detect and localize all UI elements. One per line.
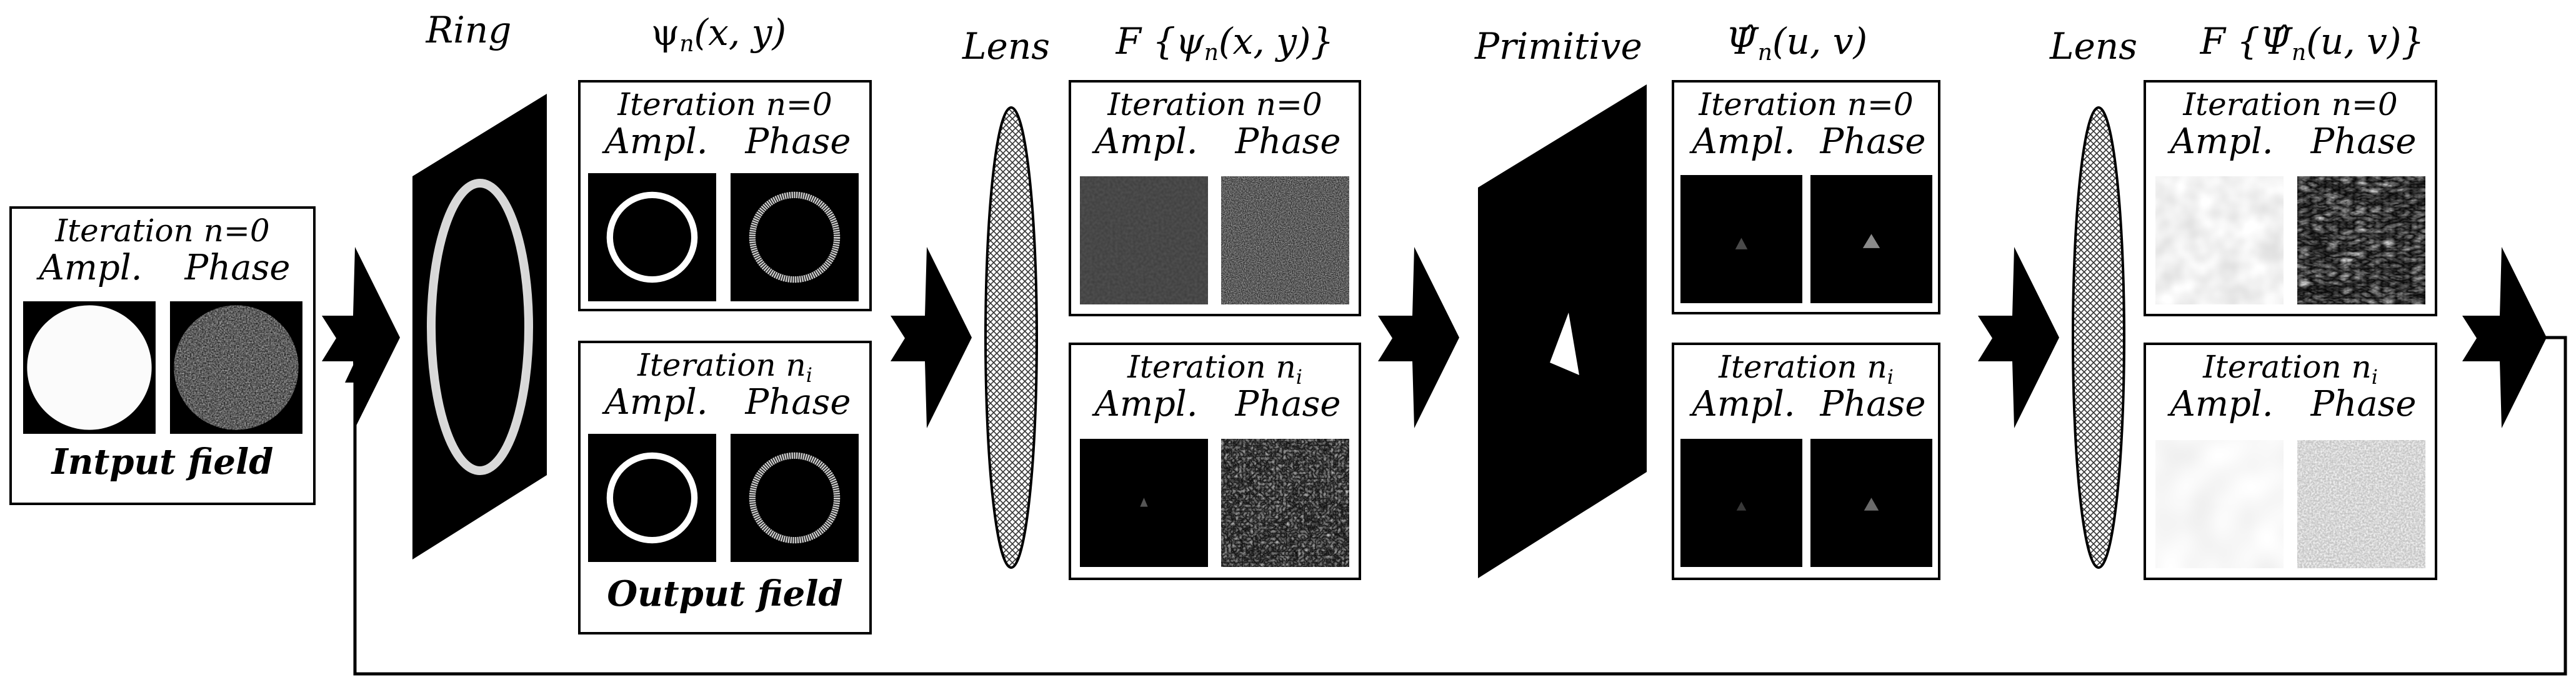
Psihatni-iteration-label: Iteration ni <box>1719 349 1894 389</box>
feedback-arrowhead <box>345 361 365 383</box>
Psi-hat-iteration-ni-panel: Iteration ni Ampl. Phase <box>1672 343 1940 580</box>
header-Psi-hat: Ψ̂n(u, v) <box>1690 20 1903 66</box>
input-phase-label: Phase <box>184 248 291 288</box>
ftpsini-phase-image <box>1221 439 1349 567</box>
psini-phase-image <box>731 434 859 562</box>
ft-psi-pre: F {ψ <box>1116 20 1204 63</box>
feedback-line <box>353 336 2567 676</box>
input-field-caption: Intput field <box>51 441 274 483</box>
input-phase-image <box>170 301 302 434</box>
ft-psi-iteration-ni-panel: Iteration ni Ampl. Phase <box>1069 343 1361 580</box>
psi0-ampl-label: Ampl. <box>604 121 708 162</box>
ftpsi0-iteration-label: Iteration n=0 <box>1107 86 1322 123</box>
input-field-panel: Iteration n=0 Ampl. Phase Intput field <box>9 206 316 505</box>
output-field-caption: Output field <box>607 573 843 614</box>
lens-2 <box>2072 106 2125 569</box>
psi-symbol: ψ <box>651 11 680 54</box>
ftPsi0-phase-label: Phase <box>2310 121 2417 162</box>
flow-arrow-2 <box>891 247 972 428</box>
ft-Psi-post: (u, v)} <box>2306 20 2425 63</box>
Psi-hat-subscript: n <box>1757 40 1772 66</box>
ftPsi0-ampl-image <box>2155 176 2284 304</box>
Psihatni-phase-label: Phase <box>1820 384 1926 424</box>
ftpsi0-ampl-image <box>1080 176 1208 304</box>
Psihatni-ampl-label: Ampl. <box>1692 384 1795 424</box>
ftpsini-ampl-label: Ampl. <box>1094 384 1198 424</box>
header-ft-psi: F {ψn(x, y)} <box>1087 20 1362 66</box>
input-iteration-label: Iteration n=0 <box>55 213 270 249</box>
ftPsini-iteration-label: Iteration ni <box>2203 349 2378 389</box>
ftPsini-ampl-image <box>2155 440 2284 568</box>
Psihat0-ampl-image <box>1680 175 1802 303</box>
ftPsi0-ampl-label: Ampl. <box>2170 121 2274 162</box>
header-ft-Psi: F {Ψ̂n(u, v)} <box>2175 20 2450 66</box>
Psihat0-phase-image <box>1810 175 1932 303</box>
header-ring: Ring <box>426 9 512 51</box>
psi-iteration-0-panel: Iteration n=0 Ampl. Phase <box>578 80 872 311</box>
ring-plane <box>412 94 547 559</box>
ftpsi0-phase-label: Phase <box>1235 121 1341 162</box>
header-lens-2: Lens <box>2050 25 2137 68</box>
Psihat0-phase-label: Phase <box>1820 121 1926 162</box>
ftPsini-ampl-label: Ampl. <box>2170 384 2274 424</box>
psini-ampl-label: Ampl. <box>604 382 708 423</box>
psi-subscript: n <box>679 31 694 57</box>
ftpsini-phase-label: Phase <box>1235 384 1341 424</box>
flow-arrow-1 <box>322 247 400 428</box>
flow-arrow-4 <box>1978 247 2059 428</box>
Psi-hat-iteration-0-panel: Iteration n=0 Ampl. Phase <box>1672 80 1940 314</box>
ft-psi-post: (x, y)} <box>1218 20 1334 63</box>
ftpsi0-phase-image <box>1221 176 1349 304</box>
psi-args: (x, y) <box>694 11 787 54</box>
Psihat0-iteration-label: Iteration n=0 <box>1699 86 1914 123</box>
psi-iteration-ni-panel: Iteration ni Ampl. Phase Output field <box>578 341 872 634</box>
header-primitive: Primitive <box>1475 25 1642 68</box>
flow-arrow-5 <box>2462 247 2547 428</box>
header-lens-1: Lens <box>962 25 1050 68</box>
ft-Psi-hat-iteration-0-panel: Iteration n=0 Ampl. Phase <box>2144 80 2437 316</box>
psi0-phase-image <box>731 173 859 301</box>
input-ampl-label: Ampl. <box>39 248 142 288</box>
psini-iteration-label: Iteration ni <box>637 347 812 387</box>
psini-phase-label: Phase <box>745 382 851 423</box>
ftpsi0-ampl-label: Ampl. <box>1094 121 1198 162</box>
header-psi: ψn(x, y) <box>619 11 819 57</box>
Psihatni-ampl-image <box>1680 439 1802 567</box>
ftPsini-phase-image <box>2297 440 2425 568</box>
flow-arrow-3 <box>1378 247 1459 428</box>
input-ampl-image <box>23 301 156 434</box>
psini-ampl-image <box>588 434 716 562</box>
ft-psi-iteration-0-panel: Iteration n=0 Ampl. Phase <box>1069 80 1361 316</box>
lens-1 <box>984 106 1038 569</box>
ftPsi0-phase-image <box>2297 176 2425 304</box>
Psihat0-ampl-label: Ampl. <box>1692 121 1795 162</box>
psi0-ampl-image <box>588 173 716 301</box>
psi0-phase-label: Phase <box>745 121 851 162</box>
ftPsi0-iteration-label: Iteration n=0 <box>2183 86 2398 123</box>
Psi-hat-args: (u, v) <box>1772 20 1868 63</box>
ftpsini-iteration-label: Iteration ni <box>1127 349 1302 389</box>
Psihatni-phase-image <box>1810 439 1932 567</box>
ft-Psi-hat-iteration-ni-panel: Iteration ni Ampl. Phase <box>2144 343 2437 580</box>
ftPsini-phase-label: Phase <box>2310 384 2417 424</box>
psi0-iteration-label: Iteration n=0 <box>617 86 832 123</box>
ftpsini-ampl-image <box>1080 439 1208 567</box>
ft-psi-subscript: n <box>1204 40 1219 66</box>
ft-Psi-pre: F {Ψ̂ <box>2200 20 2292 63</box>
ft-Psi-subscript: n <box>2292 40 2307 66</box>
primitive-plane <box>1478 84 1647 578</box>
Psi-hat-symbol: Ψ̂ <box>1725 20 1758 63</box>
